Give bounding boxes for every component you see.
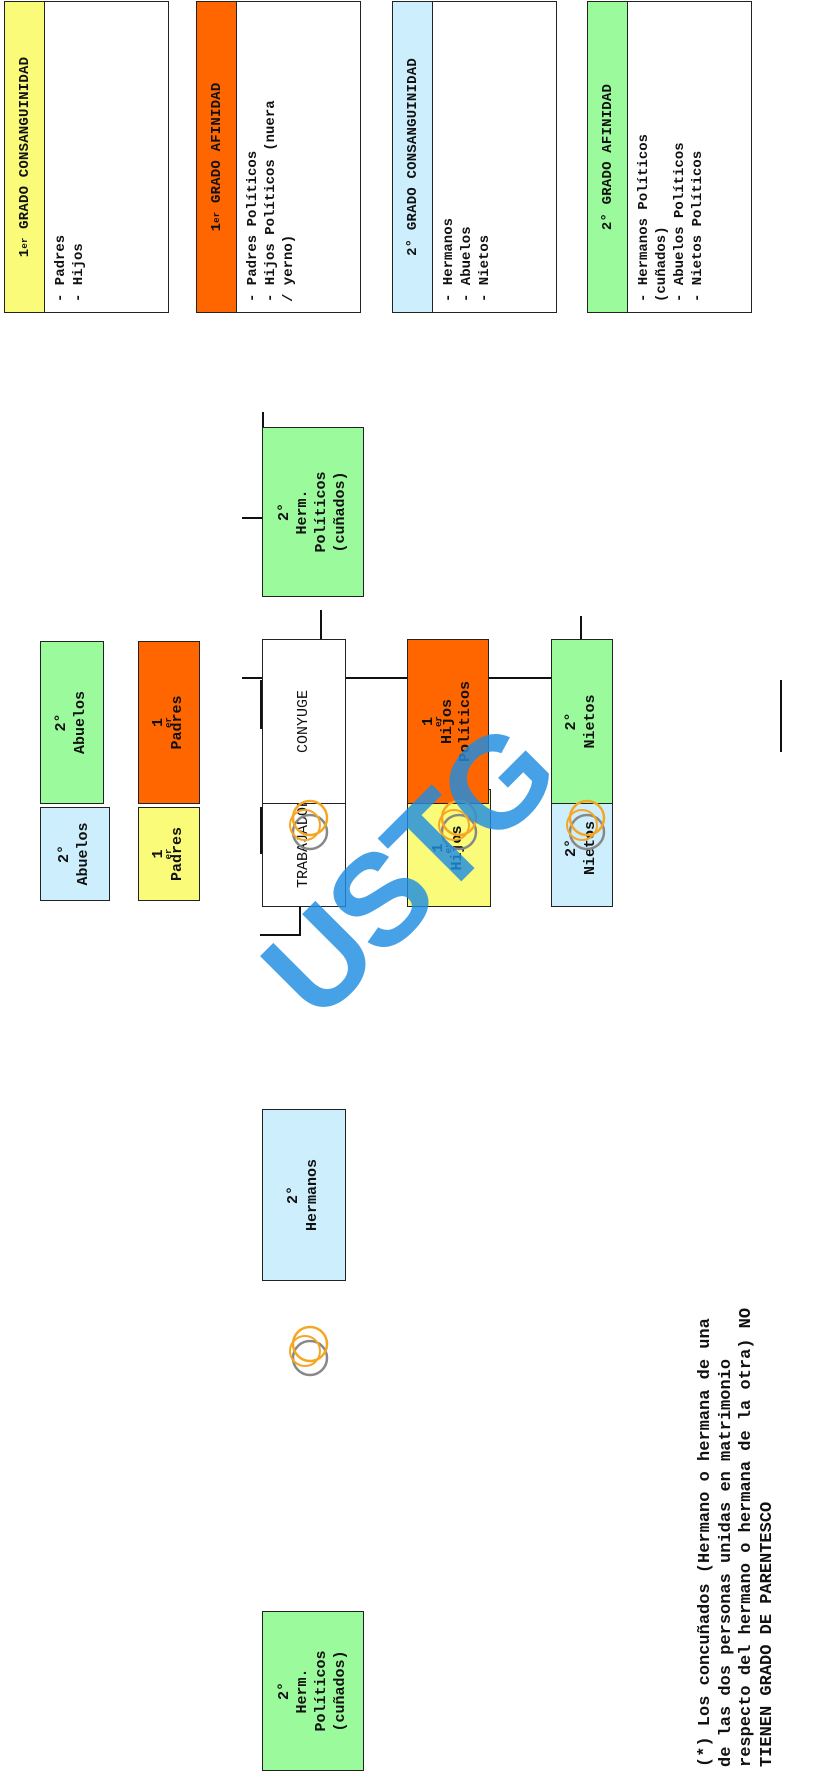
grade-label: 2° <box>56 845 74 864</box>
legend-second-grade-affinity: 2° GRADO AFINIDAD - Hermanos Políticos (… <box>587 1 752 313</box>
node-label: Abuelos <box>75 822 92 886</box>
legend-second-grade-consanguinity: 2° GRADO CONSANGUINIDAD - Hermanos - Abu… <box>392 1 557 313</box>
wedding-rings-icon <box>289 1325 329 1377</box>
legend-item: - Padres <box>53 234 69 302</box>
legend-item: - Abuelos <box>458 226 475 302</box>
grade-label: 2° <box>53 713 71 732</box>
node-label: (cuñados) <box>331 471 349 553</box>
spouse-node: CONYUGE <box>262 639 346 804</box>
grade-label: 2° <box>275 503 293 522</box>
spouse-grandchildren-node: 2° Nietos <box>551 639 613 804</box>
node-label: Herm. <box>294 489 312 535</box>
legend-items: - Hermanos - Abuelos - Nietos <box>433 2 503 312</box>
worker-siblings-in-law-node: 2° Herm. Políticos (cuñados) <box>262 1611 364 1771</box>
wedding-rings-icon <box>566 799 606 851</box>
wedding-rings-icon <box>438 799 478 851</box>
legend-item: - Hermanos Políticos (cuñados) <box>636 133 670 302</box>
legend-item: - Nietos Políticos <box>689 150 706 302</box>
legend-items: - Padres Políticos - Hijos Políticos (nu… <box>237 2 307 312</box>
grade-label: 2° <box>563 712 581 731</box>
legend-header: 2° GRADO CONSANGUINIDAD <box>393 2 433 312</box>
legend-item: - Hijos <box>70 243 87 302</box>
grade-label: 2° <box>285 1186 303 1205</box>
legend-item: - Hijos Políticos (nuera / yerno) <box>262 100 297 302</box>
node-label: Abuelos <box>72 691 89 755</box>
legend-items: - Hermanos Políticos (cuñados) - Abuelos… <box>628 2 716 312</box>
node-label: Políticos <box>457 681 475 763</box>
connector-line <box>260 934 301 936</box>
footnote-text: (*) Los concuñados (Hermano o hermana de… <box>696 1307 778 1767</box>
connector-line <box>242 517 262 519</box>
legend-item: - Nietos <box>476 234 493 302</box>
legend-item: - Abuelos Políticos <box>671 142 688 302</box>
node-label: Hijos <box>438 699 456 745</box>
node-label: Nietos <box>582 694 599 749</box>
wedding-rings-icon <box>289 799 329 851</box>
legend-header: 2° GRADO AFINIDAD <box>588 2 628 312</box>
legend-item: - Hermanos <box>441 217 457 302</box>
spouse-siblings-in-law-node: 2° Herm. Políticos (cuñados) <box>262 427 364 597</box>
node-label: Padres <box>169 695 186 750</box>
node-label: Políticos <box>313 471 330 553</box>
spouse-grandparents-node: 2° Abuelos <box>40 641 104 804</box>
worker-grandparents-node: 2° Abuelos <box>40 807 110 901</box>
node-label: (cuñados) <box>331 1650 349 1732</box>
node-label: Padres <box>169 827 186 882</box>
worker-siblings-node: 2° Hermanos <box>262 1109 346 1281</box>
connector-line <box>780 680 782 752</box>
grade-label: 2° <box>275 1682 293 1701</box>
node-label: CONYUGE <box>294 690 312 754</box>
legend-items: - Padres - Hijos <box>45 2 97 312</box>
node-label: Herm. <box>294 1668 312 1714</box>
legend-item: - Padres Políticos <box>245 150 261 302</box>
node-label: Hermanos <box>304 1159 321 1232</box>
node-label: Políticos <box>313 1650 330 1732</box>
